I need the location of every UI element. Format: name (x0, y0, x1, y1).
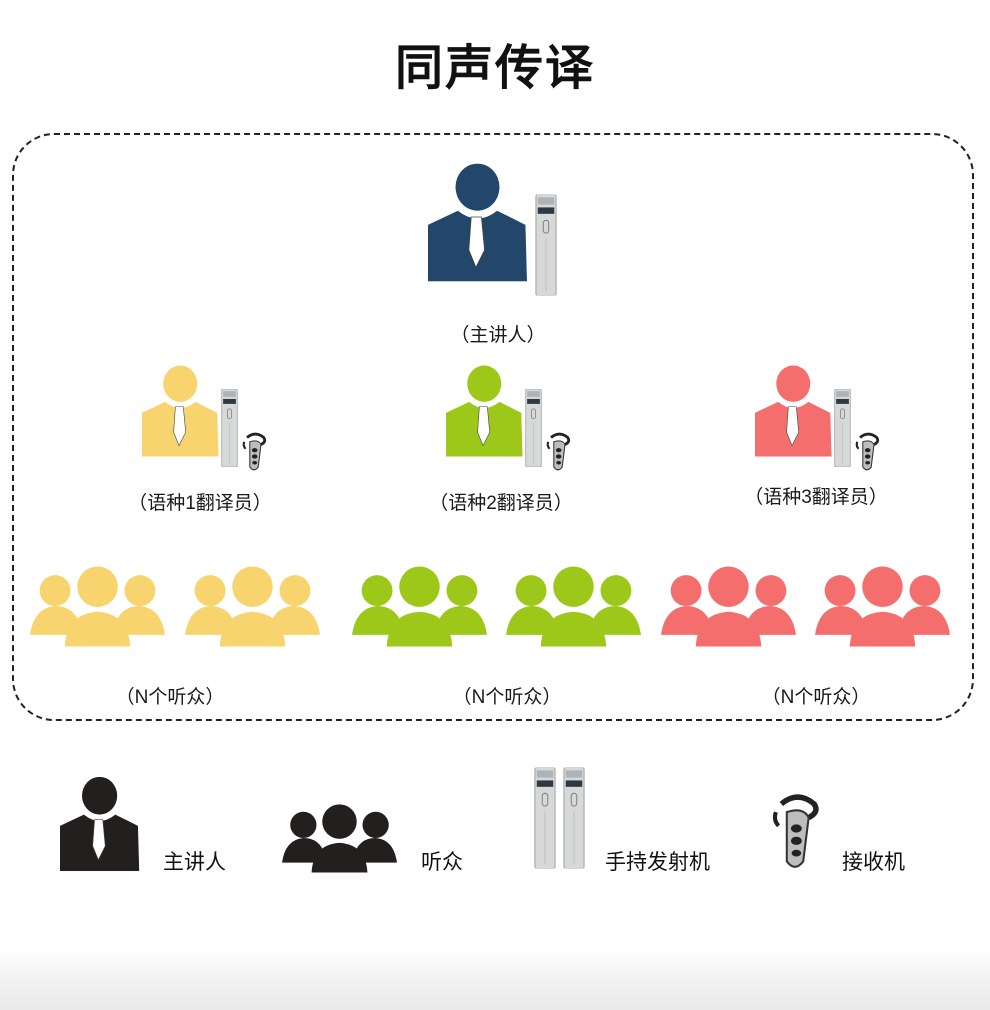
diagram-title: 同声传译 (394, 40, 595, 96)
legend-audience-icon (282, 803, 397, 873)
legend-speaker-label: 主讲人 (163, 851, 226, 874)
legend-transmitter-icon (563, 764, 585, 872)
interpreter-2-person-icon (446, 356, 531, 466)
receiver-icon (544, 432, 572, 474)
interpreter-3-person-icon (755, 356, 840, 466)
legend-receiver-label: 接收机 (842, 851, 905, 874)
interpreter-3-caption: （语种3翻译员） (744, 487, 888, 508)
audience-3-caption: （N个听众） (761, 687, 871, 708)
transmitter-icon (834, 386, 851, 470)
speaker-caption: （主讲人） (450, 325, 546, 346)
audience-1b-icon (185, 565, 320, 647)
interpreter-2-caption: （语种2翻译员） (429, 493, 573, 514)
audience-1a-icon (30, 565, 165, 647)
legend-transmitter-icon (534, 764, 556, 872)
receiver-icon (240, 432, 268, 474)
bottom-shadow-band (0, 948, 990, 1010)
audience-2a-icon (352, 565, 487, 647)
legend-person-icon (60, 774, 148, 874)
receiver-icon (853, 432, 881, 474)
transmitter-icon (221, 386, 238, 470)
interpretation-system-frame (12, 133, 974, 721)
transmitter-icon (525, 386, 542, 470)
audience-2-caption: （N个听众） (452, 687, 562, 708)
audience-2b-icon (506, 565, 641, 647)
audience-1-caption: （N个听众） (115, 687, 225, 708)
transmitter-icon (535, 190, 557, 300)
interpreter-1-caption: （语种1翻译员） (128, 493, 272, 514)
interpreter-1-person-icon (142, 356, 227, 466)
speaker-person-icon (428, 150, 538, 295)
audience-3b-icon (815, 565, 950, 647)
legend-audience-label: 听众 (421, 851, 463, 874)
legend-transmitter-label: 手持发射机 (605, 851, 710, 874)
legend-receiver-icon (766, 793, 824, 875)
audience-3a-icon (661, 565, 796, 647)
